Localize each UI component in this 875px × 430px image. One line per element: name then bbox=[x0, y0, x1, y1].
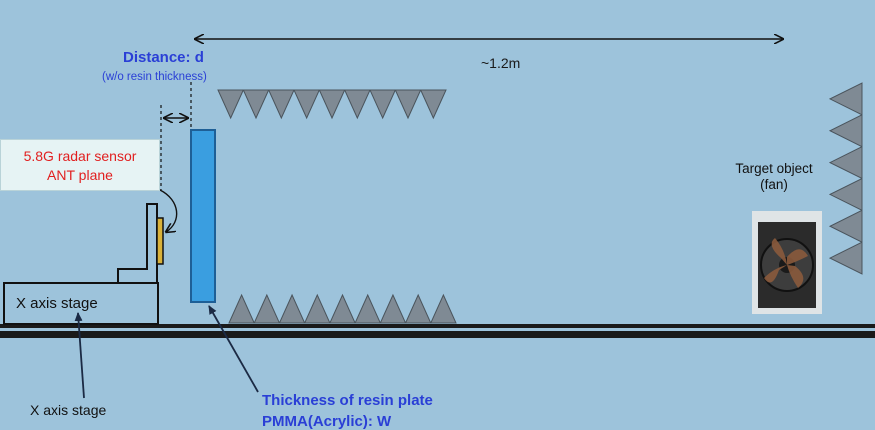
target-label: Target object (fan) bbox=[718, 161, 830, 192]
thickness-label-line2: PMMA(Acrylic): W bbox=[262, 413, 392, 430]
ground-rail-gap bbox=[0, 328, 875, 331]
sensor-label-line2: ANT plane bbox=[47, 167, 113, 183]
absorber-cone bbox=[828, 82, 863, 116]
thickness-pointer-arrow bbox=[208, 305, 259, 393]
distance-label: Distance: d bbox=[123, 49, 204, 66]
sensor-callout-arrow bbox=[159, 189, 178, 232]
absorber-cone bbox=[329, 293, 356, 324]
stage-caption: X axis stage bbox=[30, 402, 107, 418]
absorber-cone bbox=[828, 241, 863, 275]
absorber-cone bbox=[242, 89, 270, 120]
target-label-line1: Target object bbox=[735, 161, 813, 176]
absorber-cone bbox=[394, 89, 422, 120]
sensor-label-box: 5.8G radar sensor ANT plane bbox=[0, 139, 160, 191]
absorber-cone bbox=[828, 114, 863, 148]
thickness-label-line1: Thickness of resin plate bbox=[262, 392, 433, 409]
absorber-cone bbox=[828, 145, 863, 180]
stage-label: X axis stage bbox=[16, 295, 98, 312]
absorber-cone bbox=[278, 293, 306, 324]
absorber-cone bbox=[354, 293, 382, 324]
absorber-cone bbox=[404, 293, 432, 324]
target-fan-image bbox=[752, 211, 822, 314]
resin-plate bbox=[190, 129, 216, 303]
sensor-label-line1: 5.8G radar sensor bbox=[23, 148, 137, 164]
radar-antenna bbox=[156, 217, 164, 265]
absorber-bottom-row bbox=[228, 293, 457, 324]
absorber-cone bbox=[303, 293, 331, 324]
absorber-cone bbox=[828, 209, 863, 243]
sensor-mount bbox=[117, 203, 158, 283]
absorber-right-column bbox=[828, 82, 863, 275]
distance-note: (w/o resin thickness) bbox=[102, 71, 207, 83]
fan-blades bbox=[764, 238, 808, 288]
absorber-top-row bbox=[217, 89, 447, 120]
range-label: ~1.2m bbox=[481, 55, 521, 71]
absorber-cone bbox=[369, 89, 397, 120]
absorber-cone bbox=[430, 293, 457, 324]
absorber-cone bbox=[267, 89, 295, 120]
x-axis-stage bbox=[3, 282, 159, 325]
absorber-cone bbox=[828, 177, 863, 212]
absorber-cone bbox=[318, 89, 346, 120]
absorber-cone bbox=[343, 89, 371, 120]
absorber-cone bbox=[253, 293, 281, 324]
absorber-cone bbox=[293, 89, 321, 120]
absorber-cone bbox=[217, 89, 245, 120]
absorber-cone bbox=[228, 293, 255, 324]
absorber-cone bbox=[379, 293, 407, 324]
stage-pointer-arrow bbox=[74, 312, 85, 399]
absorber-cone bbox=[419, 89, 447, 120]
target-label-line2: (fan) bbox=[760, 176, 788, 192]
thickness-label: Thickness of resin plate PMMA(Acrylic): … bbox=[262, 390, 433, 430]
